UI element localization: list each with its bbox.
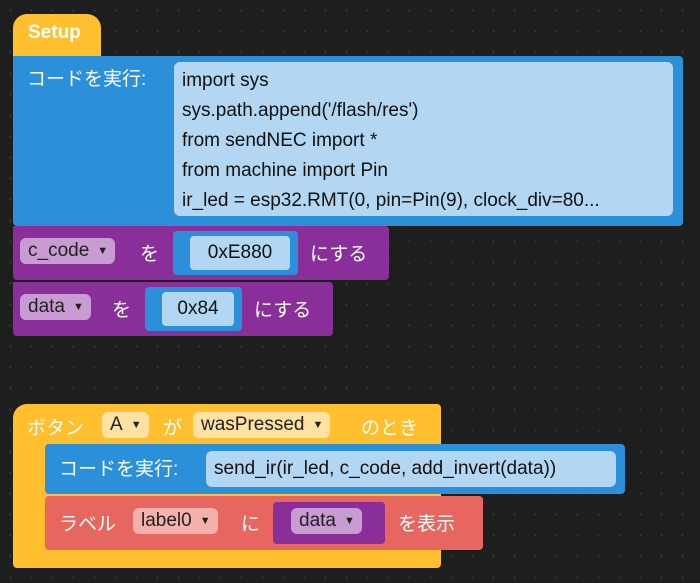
button-exec-label: コードを実行: [59,459,179,480]
toki-label: のとき [361,418,419,439]
button-exec-block[interactable]: コードを実行: send_ir(ir_led, c_code, add_inve… [45,444,625,494]
code-line: from sendNEC import * [182,130,378,151]
wo-label: を [112,300,132,321]
code-line: ir_led = esp32.RMT(0, pin=Pin(9), clock_… [182,190,600,211]
dropdown-arrow-icon: ▼ [312,419,324,431]
dropdown-arrow-icon: ▼ [343,515,355,527]
hex-value-input[interactable]: 0x84 [162,292,234,326]
suru-label: にする [310,244,368,265]
ni-label: に [241,514,261,535]
ga-label: が [163,418,183,439]
setup-exec-label: コードを実行: [27,69,147,90]
variable-dropdown-data-display[interactable]: data▼ [291,508,362,534]
dropdown-arrow-icon: ▼ [199,515,211,527]
setup-exec-block[interactable]: コードを実行: import sys sys.path.append('/fla… [13,56,683,226]
label-name-dropdown[interactable]: label0▼ [133,508,218,534]
setup-hat-label: Setup [28,22,81,43]
label-suffix: を表示 [398,514,456,535]
set-c-code-block[interactable]: c_code▼ を 0xE880 にする [13,226,389,280]
hex-value-input[interactable]: 0xE880 [190,236,290,270]
button-exec-code-box[interactable]: send_ir(ir_led, c_code, add_invert(data)… [206,451,616,487]
setup-code-box[interactable]: import sys sys.path.append('/flash/res')… [174,62,673,216]
wo-label: を [140,244,160,265]
variable-dropdown-data[interactable]: data▼ [20,294,91,320]
code-line: import sys [182,70,269,91]
dropdown-arrow-icon: ▼ [72,301,84,313]
dropdown-arrow-icon: ▼ [130,419,142,431]
suru-label: にする [254,300,312,321]
button-dropdown[interactable]: A▼ [102,412,149,438]
setup-hat-ext [13,44,101,58]
variable-dropdown-c-code[interactable]: c_code▼ [20,238,116,264]
set-data-block[interactable]: data▼ を 0x84 にする [13,282,333,336]
event-dropdown[interactable]: wasPressed▼ [193,412,331,438]
button-label: ボタン [27,418,85,439]
code-line: sys.path.append('/flash/res') [182,100,419,121]
label-prefix: ラベル [59,514,117,535]
code-line: from machine import Pin [182,160,388,181]
dropdown-arrow-icon: ▼ [97,245,109,257]
label-display-block[interactable]: ラベル label0▼ に data▼ を表示 [45,496,483,550]
